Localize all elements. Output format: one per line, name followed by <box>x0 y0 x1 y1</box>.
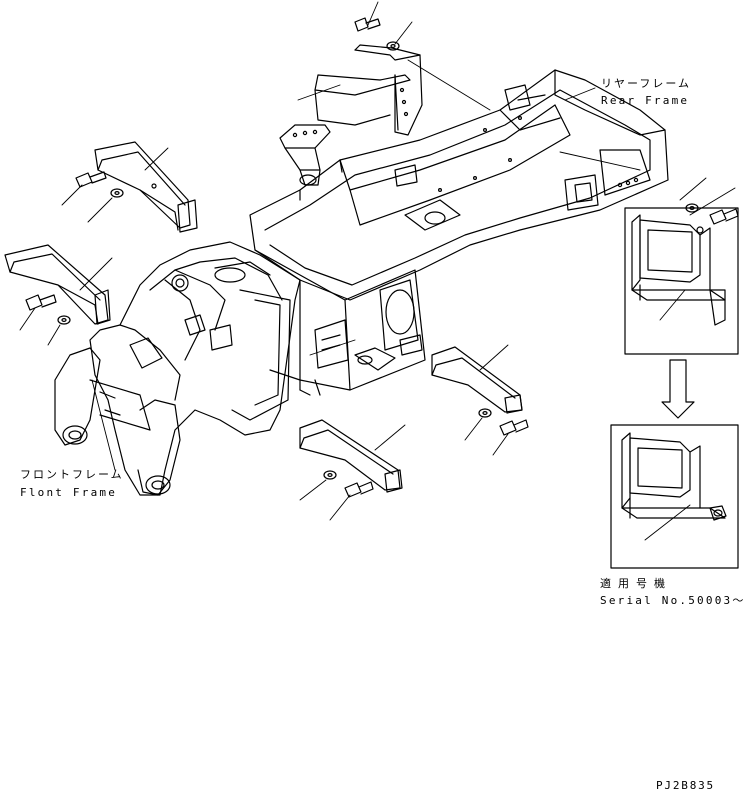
inset-box-current <box>624 207 739 355</box>
serial-label-en: Serial No.50003～ <box>600 594 745 607</box>
bracket-top <box>314 44 423 136</box>
front-frame-label-en: Flont Frame <box>20 486 118 499</box>
drawing-code: PJ2B835 <box>656 779 715 792</box>
bolt-top <box>354 17 400 51</box>
bracket-bottom <box>299 419 403 493</box>
rear-frame-label-jp: リヤーフレーム <box>601 77 692 90</box>
serial-label-jp: 適用号機 <box>600 577 672 590</box>
bolt-right-lower <box>478 408 529 436</box>
bracket-left-lower <box>4 244 111 325</box>
inset-box-serial <box>610 424 739 569</box>
bracket-left-upper <box>94 141 198 233</box>
rear-frame-label-en: Rear Frame <box>601 94 690 107</box>
bolt-left-upper <box>75 171 124 198</box>
bolt-left-lower <box>25 294 71 325</box>
leader-lines <box>19 1 736 541</box>
mount-plate <box>279 124 331 186</box>
rear-frame <box>249 69 669 301</box>
down-arrow-icon <box>661 359 695 419</box>
bolt-right-inset <box>685 203 739 225</box>
bracket-right-lower <box>431 346 523 414</box>
front-axle-mount <box>54 347 181 496</box>
front-frame <box>89 241 301 496</box>
center-hinge <box>254 249 426 396</box>
bolt-bottom <box>323 470 374 498</box>
front-frame-label-jp: フロントフレーム <box>20 468 124 481</box>
